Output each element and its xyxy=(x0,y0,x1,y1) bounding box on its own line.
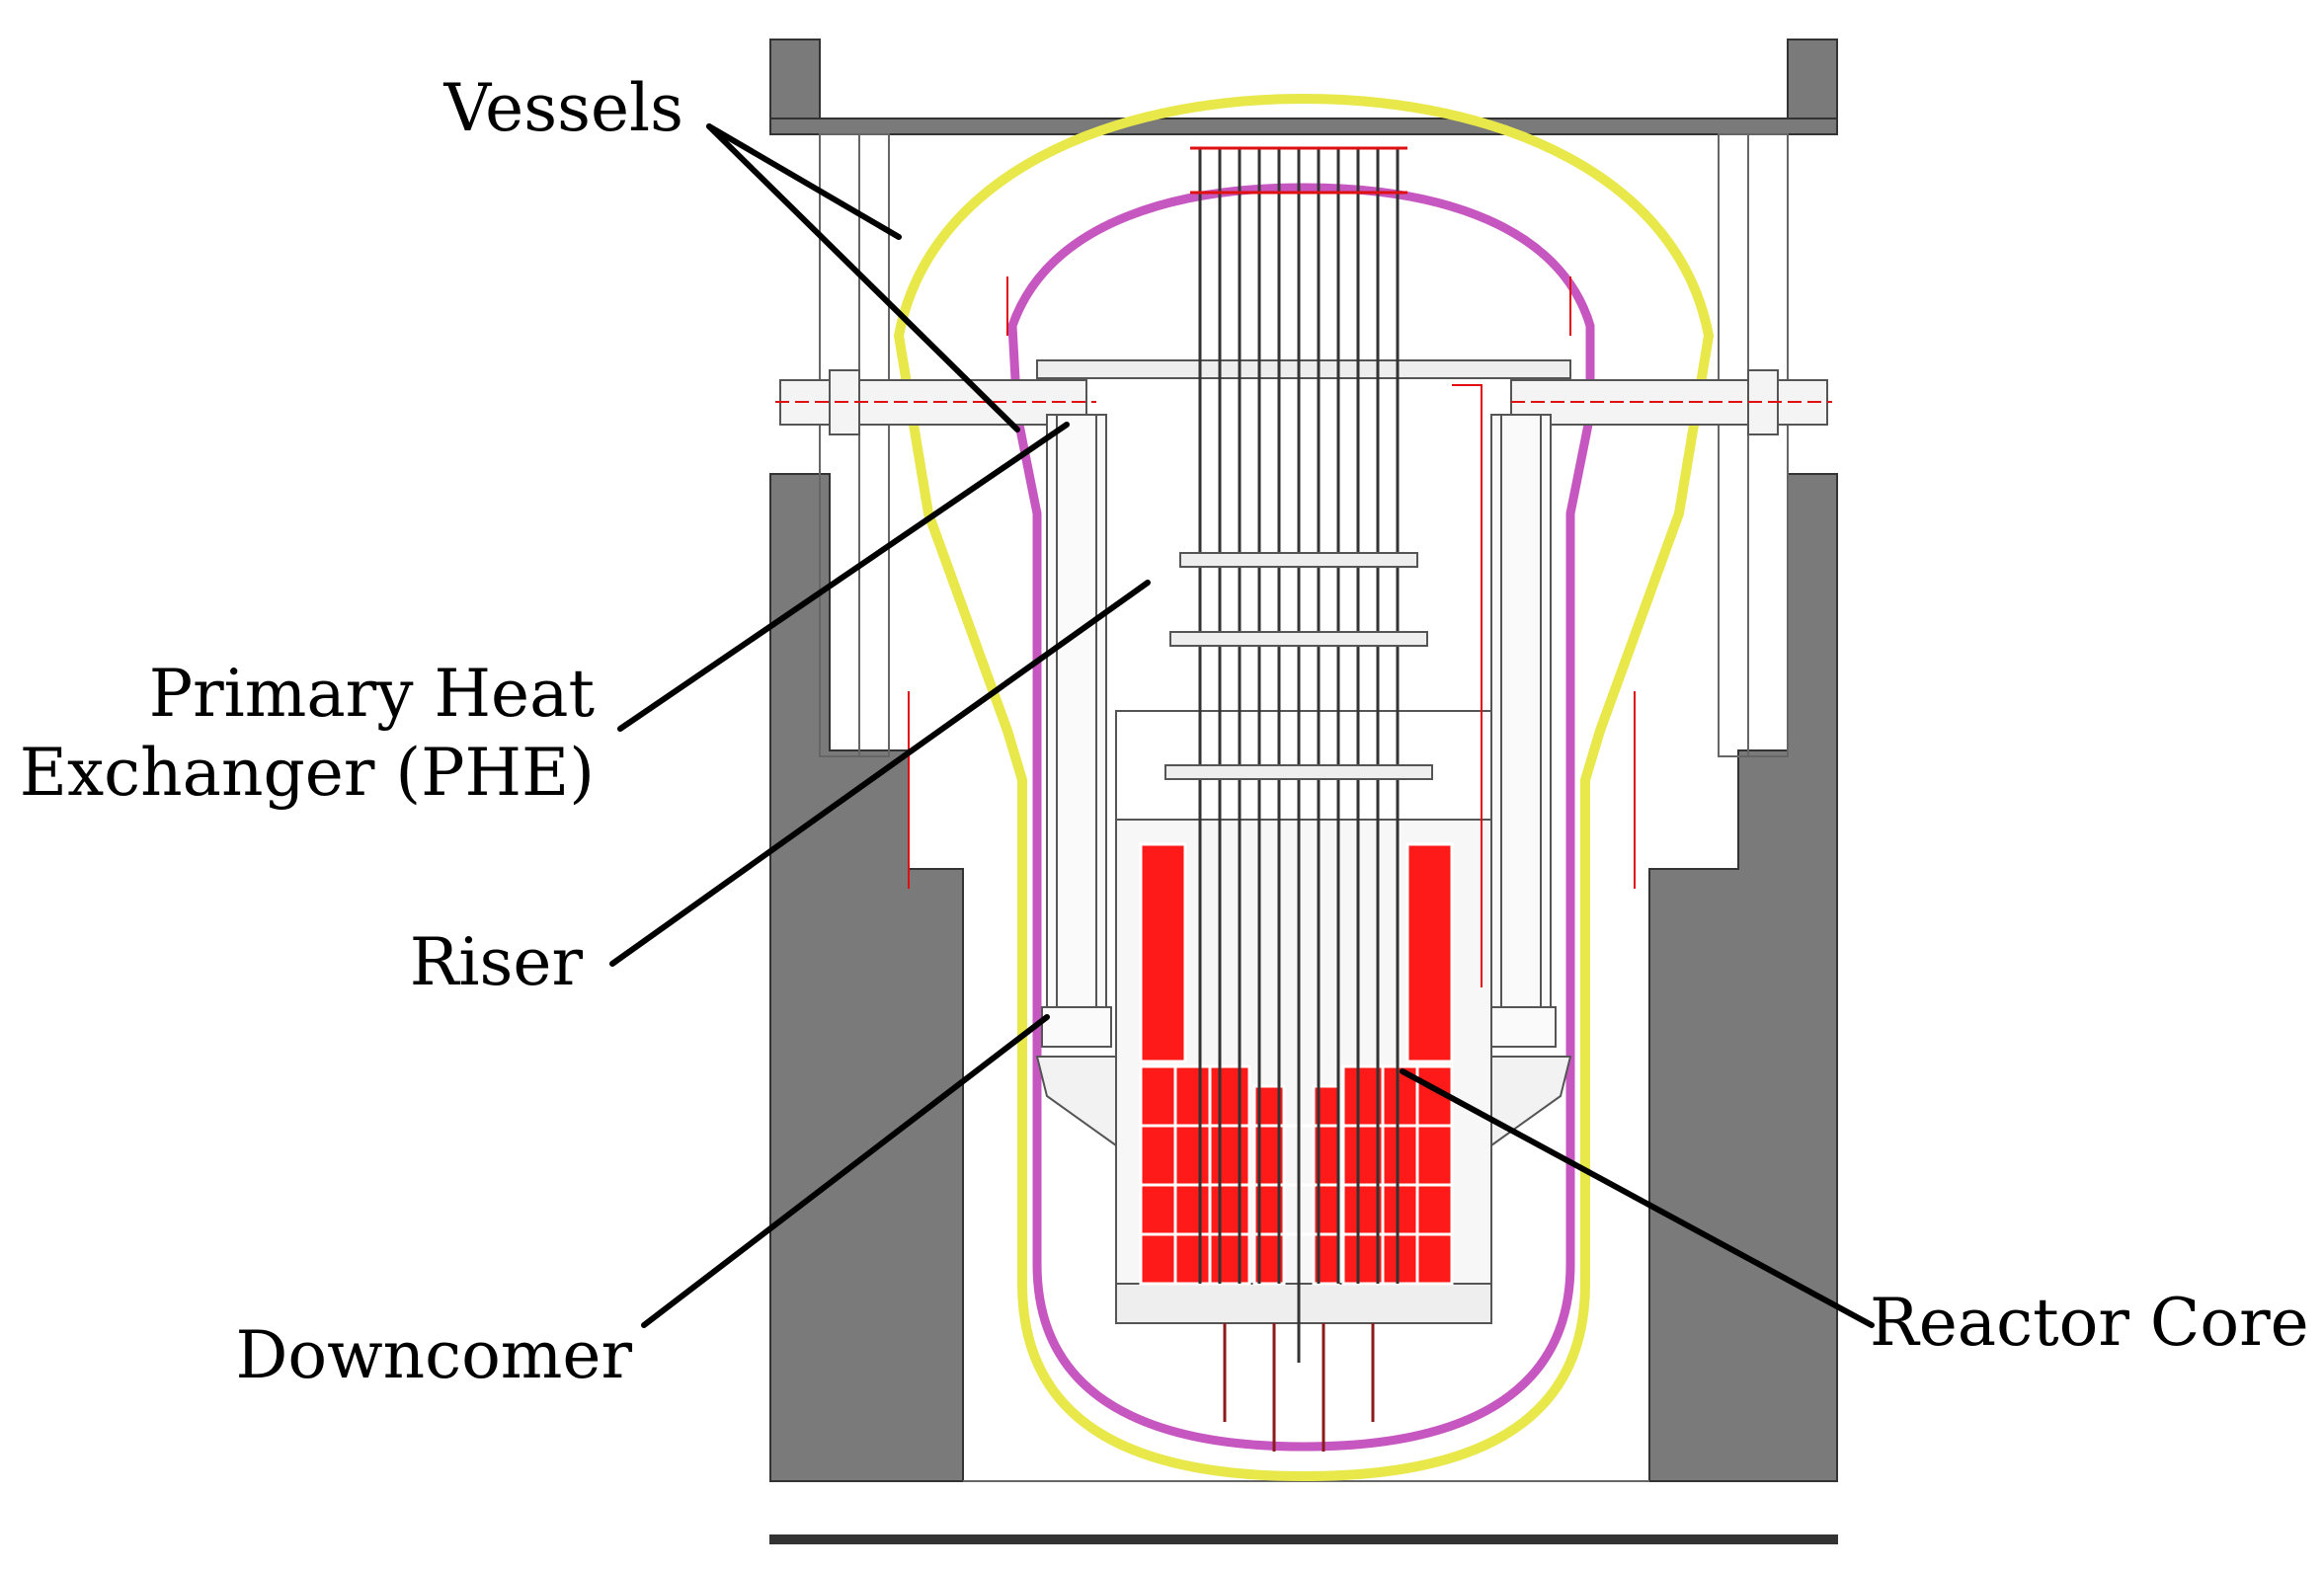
support-frame-lines xyxy=(819,133,1789,1482)
downcomer-leader xyxy=(641,1014,1050,1328)
core-support-plate xyxy=(1115,1283,1492,1324)
right-concrete-wall xyxy=(1648,473,1838,1482)
outer-vessel xyxy=(893,93,1715,1482)
guide-plate-3 xyxy=(1164,764,1433,780)
rod-heads xyxy=(1190,146,1407,195)
left-phe-base xyxy=(1041,1006,1112,1048)
control-rod-drives xyxy=(1198,148,1400,1363)
left-frame xyxy=(819,133,890,757)
lower-skirt xyxy=(1035,1056,1117,1147)
right-reflector-upper xyxy=(1405,842,1454,1063)
top-crossbar xyxy=(769,118,1838,135)
right-frame xyxy=(1718,133,1789,757)
bottom-nozzles xyxy=(1223,1323,1375,1452)
left-concrete-wall xyxy=(769,473,964,1482)
guide-plate-2 xyxy=(1169,631,1428,647)
phe-columns xyxy=(1041,414,1557,1048)
core-barrel xyxy=(1035,710,1572,1324)
vessels-label: Vessels xyxy=(443,70,683,146)
downcomer-label: Downcomer xyxy=(235,1317,632,1393)
guide-plate-1 xyxy=(1179,552,1418,568)
rod-guide-plates xyxy=(1164,552,1433,780)
phe-leader xyxy=(617,422,1070,732)
core-left-block xyxy=(1139,1064,1251,1286)
riser-label: Riser xyxy=(410,924,584,1000)
vessels-leader-inner xyxy=(706,123,1020,433)
riser-leader xyxy=(609,580,1151,967)
right-phe-base xyxy=(1485,1006,1557,1048)
core-fuel-gridlines xyxy=(1141,1066,1452,1284)
floor-slab xyxy=(769,1534,1838,1544)
reactor-core-label: Reactor Core xyxy=(1870,1285,2309,1361)
left-reflector-upper xyxy=(1139,842,1187,1063)
vessels-leader-outer xyxy=(706,123,902,240)
lower-skirt-right xyxy=(1490,1056,1572,1147)
leader-lines xyxy=(609,123,1875,1328)
inner-vessel xyxy=(1007,183,1595,1452)
red-detail-lines xyxy=(908,276,1636,987)
right-red-route xyxy=(1452,384,1483,987)
phe-label-line2: Exchanger (PHE) xyxy=(20,735,595,811)
upper-support-plate xyxy=(1036,359,1571,379)
reactor-core-leader xyxy=(1400,1068,1875,1328)
labels: Vessels Primary Heat Exchanger (PHE) Ris… xyxy=(20,70,2309,1393)
phe-label-line1: Primary Heat xyxy=(149,656,595,732)
